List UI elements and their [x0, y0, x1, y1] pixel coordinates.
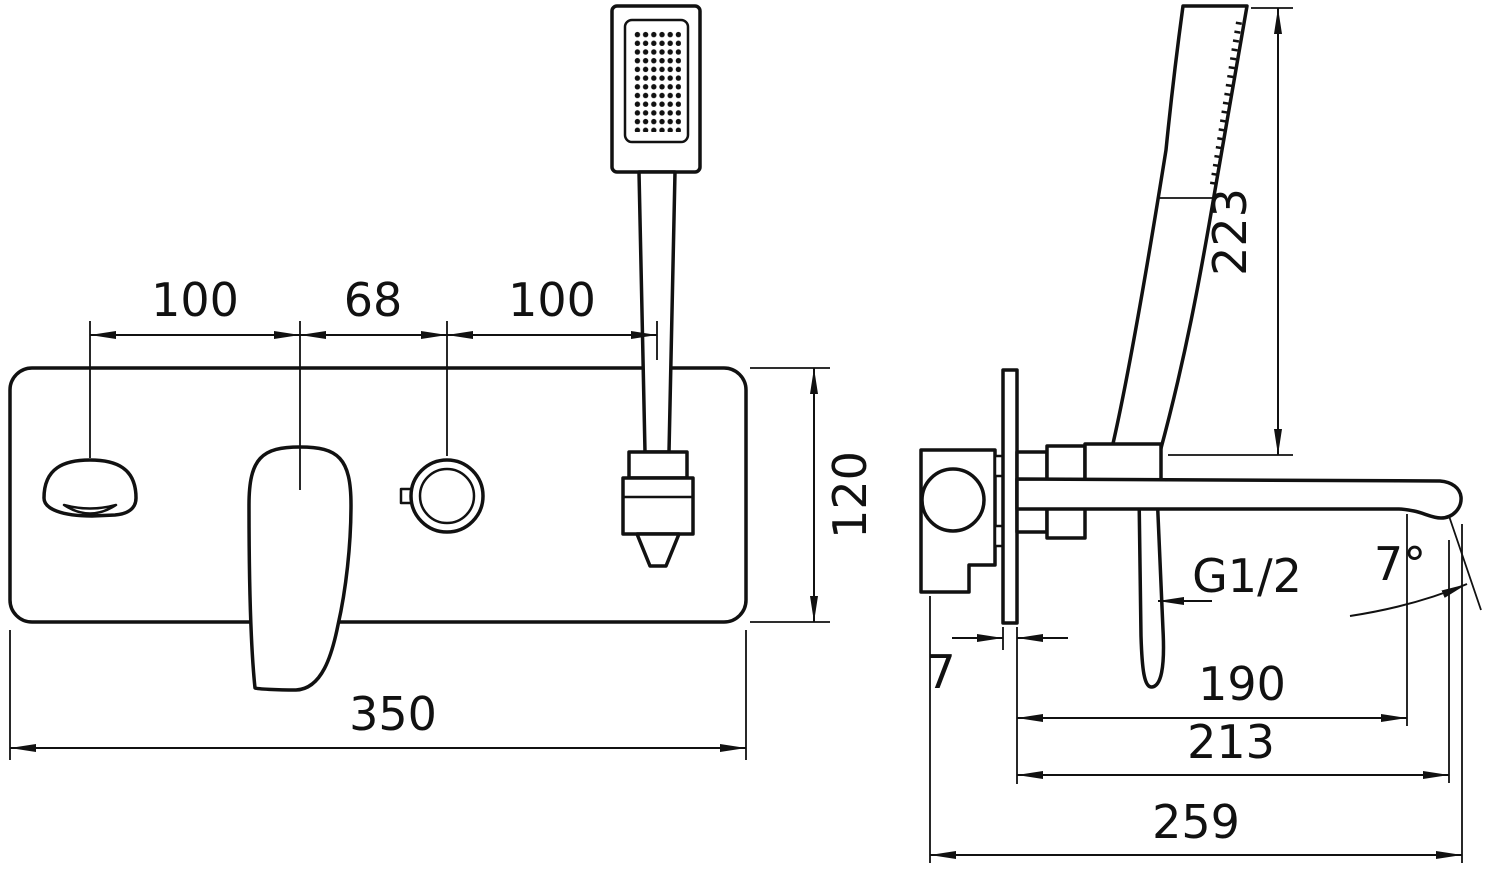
side-view	[919, 4, 1463, 689]
dim-label-plate-thickness: 7	[926, 645, 955, 699]
lever-handle-side	[1137, 490, 1166, 689]
angle-label: 7°	[1374, 537, 1426, 591]
diverter-inner-ring	[418, 467, 476, 525]
dim-label-total-depth: 259	[1152, 795, 1240, 849]
angle-reference-line	[1448, 515, 1482, 611]
wall-plate-side	[1001, 368, 1019, 625]
thread-label: G1/2	[1192, 549, 1302, 603]
dim-label-spout-reach: 190	[1198, 657, 1286, 711]
front-dimensions: 100 68 100 120 350	[9, 273, 877, 760]
spout-side	[1015, 477, 1463, 520]
spray-nozzle-grid	[634, 31, 681, 132]
holder-body-front	[621, 476, 695, 536]
holder-side	[1083, 442, 1163, 486]
handshower-handle-front	[637, 170, 677, 454]
dim-label-spacing-center: 68	[344, 273, 403, 327]
dim-label-shower-height: 223	[1203, 188, 1257, 276]
wall-plate-front	[8, 366, 748, 624]
lever-handle-front	[247, 445, 353, 692]
nozzle-profile	[1209, 21, 1242, 191]
spout-front	[42, 458, 138, 518]
side-dimensions: 223 G1/2 7° 7 190 213 259	[926, 7, 1482, 863]
handshower-side	[1110, 4, 1249, 454]
dim-label-depth-to-tip: 213	[1187, 715, 1275, 769]
spout-outlet	[62, 503, 118, 515]
cartridge-circle	[920, 467, 986, 533]
holder-nut-front	[627, 450, 689, 480]
dim-label-spacing-right: 100	[508, 273, 596, 327]
angle-arc	[1349, 583, 1468, 617]
front-view	[8, 4, 748, 692]
dim-label-spacing-left: 100	[151, 273, 239, 327]
dim-label-plate-height: 120	[823, 451, 877, 539]
dim-label-plate-width: 350	[349, 687, 437, 741]
holder-cone-front	[635, 532, 681, 568]
